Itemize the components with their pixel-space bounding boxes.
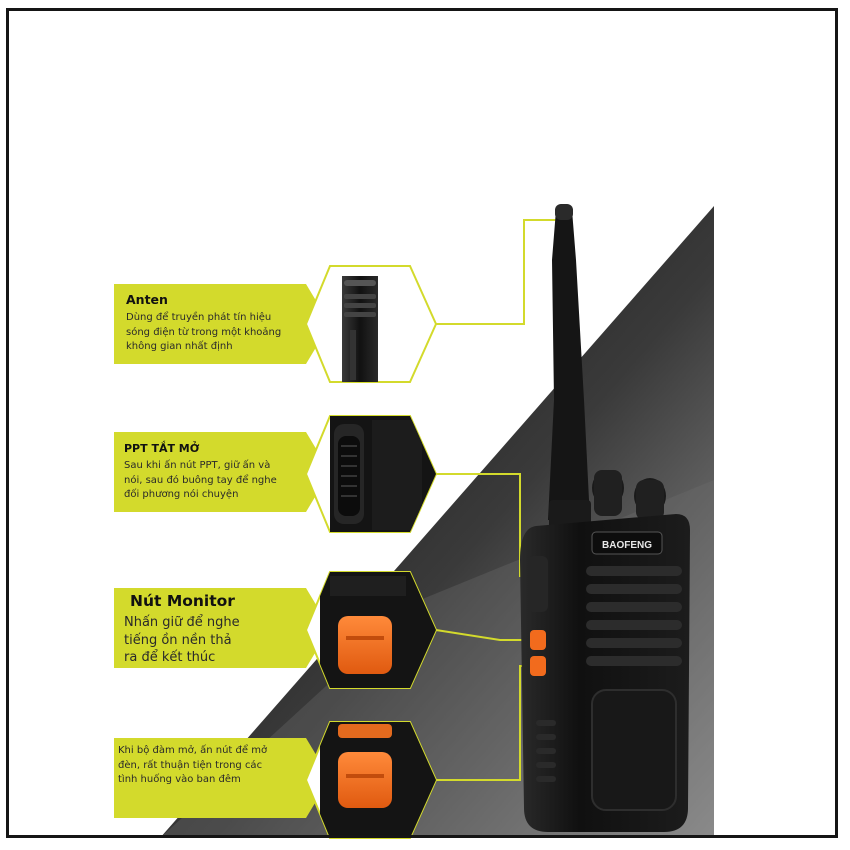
- callout-line: đối phương nói chuyện: [124, 489, 239, 500]
- callout-panel-monitor: [114, 588, 330, 668]
- callout-line: Khi bộ đàm mở, ấn nút để mở: [118, 745, 268, 756]
- callout-light-text: Khi bộ đàm mở, ấn nút để mở đèn, rất thu…: [118, 744, 318, 788]
- callout-monitor-text: Nút Monitor Nhấn giữ để nghe tiếng ồn nề…: [124, 592, 314, 667]
- antenna-closeup-icon: [304, 265, 438, 383]
- callout-line: Sau khi ấn nút PPT, giữ ấn và: [124, 460, 271, 471]
- callout-line: không gian nhất định: [126, 341, 233, 352]
- callout-title: Anten: [126, 292, 168, 307]
- callout-line: Nhấn giữ để nghe: [124, 615, 240, 630]
- callout-line: nói, sau đó buông tay để nghe: [124, 474, 277, 486]
- ptt-button-closeup-icon: [304, 415, 438, 533]
- callout-line: đèn, rất thuận tiện trong các: [118, 759, 263, 771]
- callout-line: tình huống vào ban đêm: [118, 774, 241, 785]
- callout-antenna-text: Anten Dùng để truyền phát tín hiệu sóng …: [126, 292, 306, 355]
- callout-line: ra để kết thúc: [124, 650, 216, 666]
- image-border-frame: [6, 8, 838, 838]
- callout-panel-ptt: [114, 432, 330, 512]
- walkie-talkie-illustration-icon: [520, 204, 690, 832]
- callout-line: Dùng để truyền phát tín hiệu: [126, 312, 272, 323]
- callout-panel-antenna: [114, 284, 330, 364]
- callout-line: sóng điện từ trong một khoảng: [126, 326, 282, 338]
- brand-logo-text: BAOFENG: [602, 540, 652, 551]
- callout-line: tiếng ồn nền thả: [124, 632, 232, 648]
- callout-title: PPT TẮT MỞ: [124, 442, 200, 455]
- light-button-closeup-icon: [304, 721, 438, 839]
- callout-panel-light: [114, 738, 330, 818]
- callout-ptt-text: PPT TẮT MỞ Sau khi ấn nút PPT, giữ ấn và…: [124, 442, 304, 503]
- callout-title: Nút Monitor: [130, 592, 235, 610]
- monitor-button-closeup-icon: [304, 571, 438, 689]
